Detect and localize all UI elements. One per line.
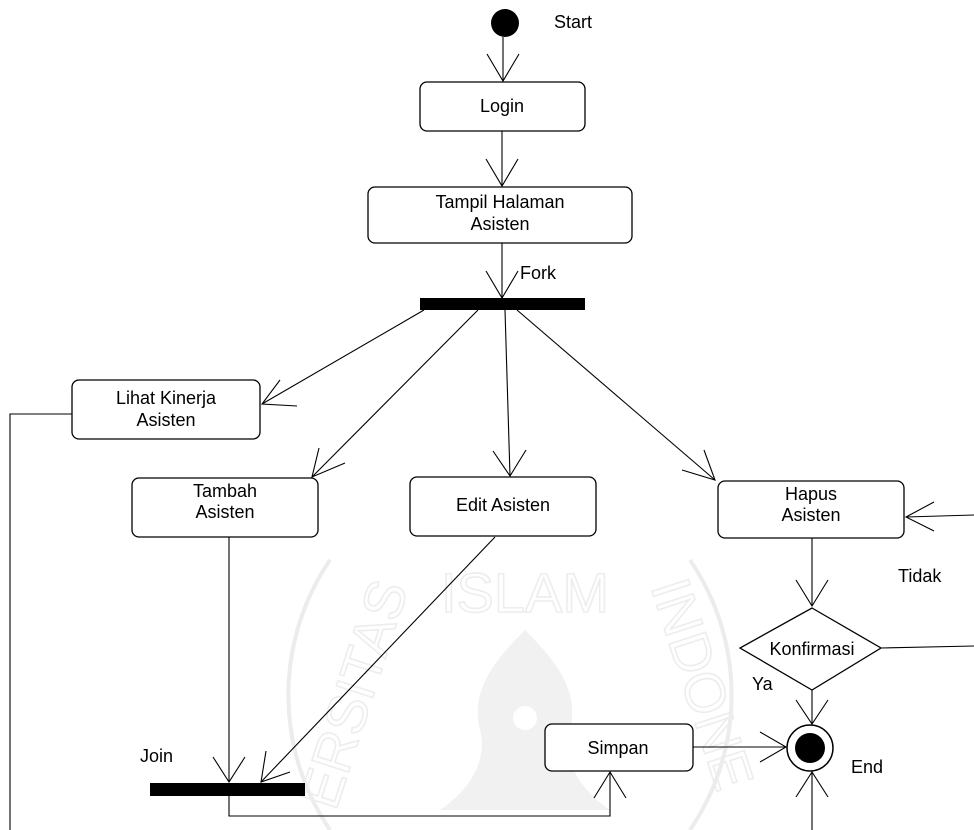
lihat-label-line2: Asisten	[136, 410, 195, 430]
watermark-dot	[513, 706, 537, 730]
arrowhead-konfirmasi	[795, 579, 829, 608]
arrowhead-fork	[485, 270, 519, 300]
hapus-label-line1: Hapus	[785, 484, 837, 504]
konfirmasi-label: Konfirmasi	[769, 639, 854, 659]
lihat-kinerja-activity	[71, 379, 261, 440]
edge-tidak-back-hapus	[905, 514, 974, 518]
fork-label: Fork	[520, 263, 557, 283]
edge-fork-tambah	[311, 309, 479, 478]
watermark-left-text: ERSITAS	[287, 572, 420, 815]
arrowhead-login	[486, 53, 520, 83]
tambah-asisten-activity	[131, 477, 319, 538]
tambah-label-line1: Tambah	[193, 481, 257, 501]
arrowhead-join-edit	[260, 750, 291, 783]
arrowhead-end-simpan	[759, 731, 788, 763]
tampil-halaman-activity	[367, 186, 633, 244]
arrowhead-edit	[492, 449, 527, 478]
arrowhead-join-tambah	[212, 756, 246, 784]
guard-tidak: Tidak	[898, 566, 942, 586]
arrowhead-end-ya	[795, 699, 829, 725]
edit-label: Edit Asisten	[456, 495, 550, 515]
watermark-top-text: ISLAM	[441, 561, 609, 624]
arrowhead-simpan	[593, 770, 627, 799]
tampil-label-line1: Tampil Halaman	[435, 192, 564, 212]
edge-fork-lihat	[261, 309, 425, 405]
arrowhead-tambah	[311, 447, 346, 478]
edge-konfirmasi-tidak-out	[880, 645, 974, 649]
arrowhead-end-bottom	[795, 770, 829, 798]
arrowhead-lihat	[260, 379, 298, 407]
watermark-ring-right	[688, 558, 734, 830]
watermark-ring-left	[286, 558, 332, 830]
hapus-asisten-activity	[717, 480, 905, 539]
fork-bar	[420, 298, 585, 310]
edge-edit-join	[260, 536, 496, 783]
arrowhead-hapus	[681, 449, 716, 481]
edge-lihat-out	[9, 413, 72, 830]
login-label: Login	[480, 96, 524, 116]
end-node	[795, 733, 825, 763]
end-label: End	[851, 757, 883, 777]
edit-asisten-activity	[409, 476, 597, 537]
join-label: Join	[140, 746, 173, 766]
hapus-label-line2: Asisten	[781, 505, 840, 525]
lihat-label-line1: Lihat Kinerja	[116, 388, 217, 408]
edge-fork-edit	[504, 309, 511, 477]
edge-fork-hapus	[516, 309, 716, 481]
start-node	[491, 9, 519, 37]
tambah-label-line2: Asisten	[195, 502, 254, 522]
join-bar	[150, 783, 305, 796]
watermark-seal: ISLAM ERSITAS INDONE	[286, 558, 767, 830]
edge-join-simpan	[228, 772, 611, 817]
guard-ya: Ya	[752, 674, 774, 694]
arrowhead-tampil	[485, 158, 519, 188]
tampil-label-line2: Asisten	[470, 214, 529, 234]
simpan-label: Simpan	[587, 738, 648, 758]
start-label: Start	[554, 12, 592, 32]
arrowhead-hapus-tidak	[904, 501, 935, 532]
